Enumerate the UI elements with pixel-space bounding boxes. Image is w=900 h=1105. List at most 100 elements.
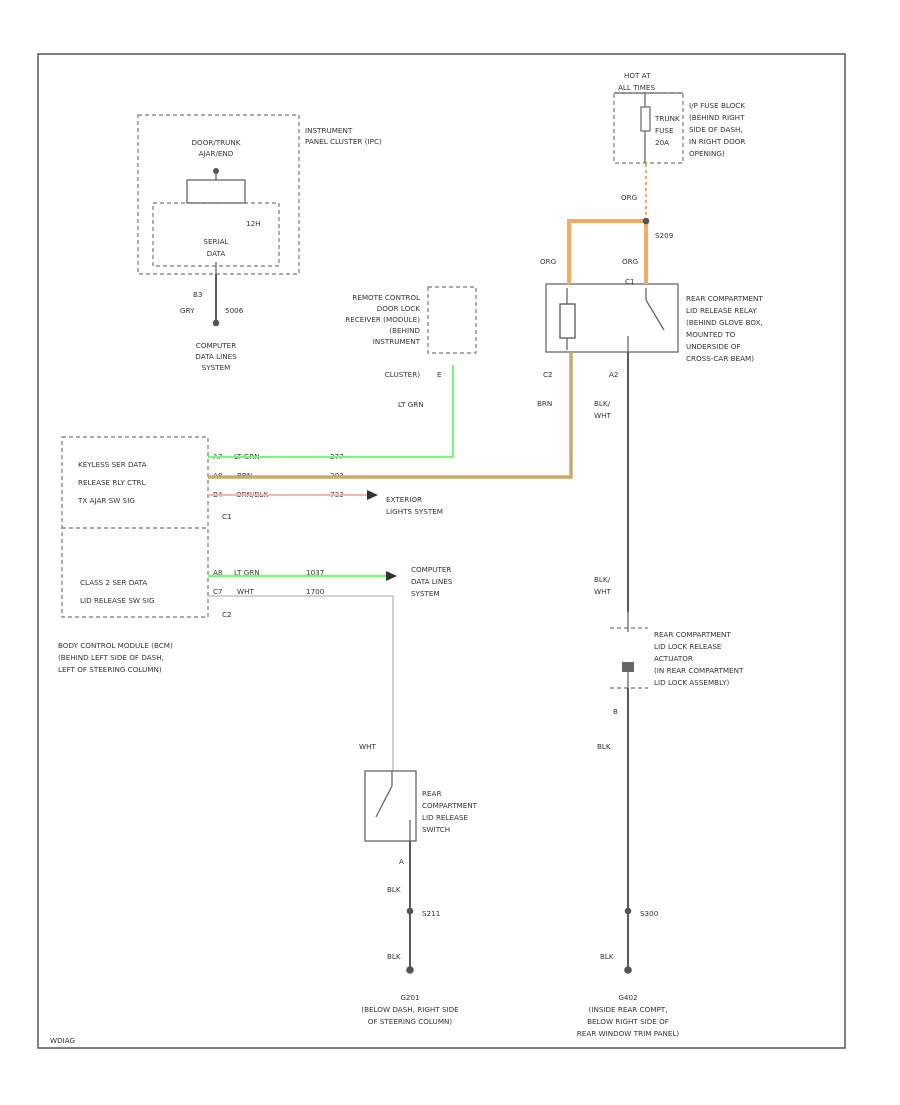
relay-wire-right: ORG: [622, 257, 638, 266]
wire-org-s209-to-relay-left: [567, 219, 646, 284]
fuse-hot-2: ALL TIMES: [618, 83, 655, 92]
fuse-wire-color: ORG: [621, 193, 637, 202]
relay-title-2: LID RELEASE RELAY: [686, 306, 757, 315]
bcm-row-3: TX AJAR SW SIG: [77, 496, 135, 505]
ground-right-desc-2: BELOW RIGHT SIDE OF: [587, 1017, 669, 1026]
ipc-circuit: 5006: [225, 306, 244, 315]
remote-receiver-box: [427, 286, 477, 354]
ground-left-wire: BLK: [387, 952, 401, 961]
ground-g402-dot: [624, 966, 632, 974]
relay-wire-c2: BRN: [537, 399, 552, 408]
bcm-title-1: BODY CONTROL MODULE (BCM): [58, 641, 173, 650]
actuator-title-3: ACTUATOR: [654, 654, 693, 663]
fuse-element: [640, 106, 651, 132]
ipc-title-1: INSTRUMENT: [305, 126, 353, 135]
bcm-w4-wire: LT GRN: [234, 568, 260, 577]
relay-title-5: UNDERSIDE OF: [686, 342, 741, 351]
comp-data-mid-3: SYSTEM: [411, 589, 440, 598]
bcm-row-1: KEYLESS SER DATA: [78, 460, 147, 469]
fuse-block-4: IN RIGHT DOOR: [689, 137, 745, 146]
wire-lt-grn-receiver-to-bcm: [208, 365, 455, 459]
actuator-title-2: LID LOCK RELEASE: [654, 642, 722, 651]
ground-right-wire: BLK: [600, 952, 614, 961]
remote-title-1: REMOTE CONTROL: [352, 293, 420, 302]
ext-lights-2: LIGHTS SYSTEM: [386, 507, 443, 516]
bcm-title-2: (BEHIND LEFT SIDE OF DASH,: [58, 653, 164, 662]
bcm-conn-c2: C2: [222, 610, 232, 619]
bcm-row-2: RELEASE RLY CTRL: [78, 478, 146, 487]
ground-g201-dot: [406, 966, 414, 974]
remote-title-4: (BEHIND: [389, 326, 420, 335]
ipc-title-2: PANEL CLUSTER (IPC): [305, 137, 382, 146]
comp-data-top-3: SYSTEM: [202, 363, 231, 372]
splice-s211: S211: [422, 909, 440, 918]
fuse-block-5: OPENING): [689, 149, 725, 158]
splice-s300: S300: [640, 909, 659, 918]
switch-box: [364, 770, 417, 842]
switch-title-3: LID RELEASE: [422, 813, 469, 822]
switch-wire: BLK: [387, 885, 401, 894]
relay-pin-c2: C2: [543, 370, 553, 379]
ground-right-desc-1: (INSIDE REAR COMPT,: [589, 1005, 668, 1014]
actuator-coil: [622, 662, 634, 672]
fuse-label-3: 20A: [655, 138, 669, 147]
remote-title-6: CLUSTER): [385, 370, 420, 379]
actuator-wire-top-2: WHT: [594, 587, 612, 596]
splice-s209-dot: [642, 217, 650, 225]
switch-wire-top: WHT: [359, 742, 377, 751]
bcm-box: [61, 436, 209, 618]
ground-right-desc-3: REAR WINDOW TRIM PANEL): [577, 1029, 680, 1038]
splice-s211-dot: [406, 907, 414, 915]
bcm-conn-c1: C1: [222, 512, 232, 521]
ipc-module: INSTRUMENT PANEL CLUSTER (IPC) DOOR/TRUN…: [137, 114, 382, 275]
switch-pin: A: [399, 857, 404, 866]
ipc-wire-color: GRY: [180, 306, 195, 315]
relay-title-6: CROSS-CAR BEAM): [686, 354, 754, 363]
relay-title-1: REAR COMPARTMENT: [686, 294, 763, 303]
remote-title-5: INSTRUMENT: [373, 337, 421, 346]
fuse-block-1: I/P FUSE BLOCK: [689, 101, 745, 110]
bcm-row-4: CLASS 2 SER DATA: [80, 578, 147, 587]
relay-coil: [559, 303, 576, 339]
actuator-wire-top-1: BLK/: [594, 575, 611, 584]
fuse-block-2: (BEHIND RIGHT: [689, 113, 745, 122]
splice-s300-dot: [624, 907, 632, 915]
switch-title-2: COMPARTMENT: [422, 801, 478, 810]
fuse-hot-1: HOT AT: [624, 71, 651, 80]
ipc-inner-bottom-2: DATA: [207, 249, 226, 258]
ground-left-desc-2: OF STEERING COLUMN): [368, 1017, 453, 1026]
switch-title-4: SWITCH: [422, 825, 450, 834]
actuator-title-1: REAR COMPARTMENT: [654, 630, 731, 639]
bcm-w5-wire: WHT: [237, 587, 255, 596]
relay-title-4: MOUNTED TO: [686, 330, 736, 339]
comp-data-mid-2: DATA LINES: [411, 577, 453, 586]
relay-wire-left: ORG: [540, 257, 556, 266]
ipc-inner-right: 12H: [246, 219, 261, 228]
comp-data-mid-1: COMPUTER: [411, 565, 451, 574]
bcm-w5-circuit: 1700: [306, 587, 325, 596]
ipc-inner-top-2: AJAR/END: [199, 149, 234, 158]
relay-wire-a2-1: BLK/: [594, 399, 611, 408]
actuator-pin: B: [613, 707, 618, 716]
relay-pin-a2: A2: [609, 370, 619, 379]
arrow-exterior-lights: [367, 490, 378, 500]
diagram-frame: [37, 53, 846, 1049]
footer-code: WDIAG: [50, 1036, 75, 1045]
ground-left-desc-1: (BELOW DASH, RIGHT SIDE: [361, 1005, 459, 1014]
ipc-inner-bottom-1: SERIAL: [203, 237, 228, 246]
bcm-w4-circuit: 1037: [306, 568, 324, 577]
switch-arm: [375, 785, 393, 818]
ground-left-id: G201: [400, 993, 419, 1002]
actuator-title-5: LID LOCK ASSEMBLY): [654, 678, 730, 687]
ext-lights-1: EXTERIOR: [386, 495, 422, 504]
splice-s209: S209: [655, 231, 674, 240]
arrow-computer-data: [386, 571, 397, 581]
fuse-block-3: SIDE OF DASH,: [689, 125, 743, 134]
ipc-inner-top-1: DOOR/TRUNK: [192, 138, 241, 147]
actuator-title-4: (IN REAR COMPARTMENT: [654, 666, 744, 675]
relay-switch-arm: [645, 299, 665, 331]
switch-title-1: REAR: [422, 789, 441, 798]
comp-data-top-2: DATA LINES: [195, 352, 237, 361]
comp-data-top-1: COMPUTER: [196, 341, 236, 350]
